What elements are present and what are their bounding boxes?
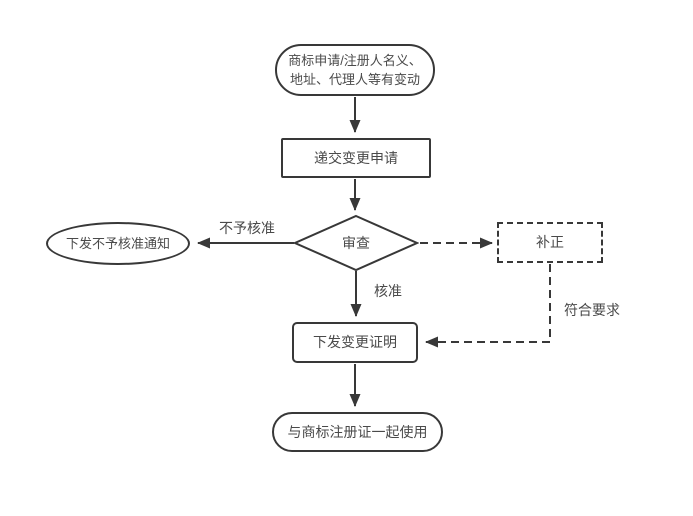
node-reject-notice: 下发不予核准通知: [46, 222, 190, 265]
edge-correction-to-certificate: [425, 264, 551, 348]
edge-label-approved: 核准: [372, 281, 404, 301]
node-change-occurred: 商标申请/注册人名义、 地址、代理人等有变动: [275, 44, 435, 96]
node-change-certificate: 下发变更证明: [292, 322, 418, 363]
node-submit-change-application: 递交变更申请: [281, 138, 431, 178]
edge-label-not-approved: 不予核准: [217, 218, 277, 238]
edge-label-meets-requirements: 符合要求: [562, 300, 622, 320]
node-use-with-registration: 与商标注册证一起使用: [272, 412, 443, 452]
node-review-decision: 审查: [293, 214, 419, 272]
node-review-label: 审查: [342, 235, 370, 251]
node-correction: 补正: [497, 222, 603, 263]
diamond-shape: [293, 214, 419, 272]
